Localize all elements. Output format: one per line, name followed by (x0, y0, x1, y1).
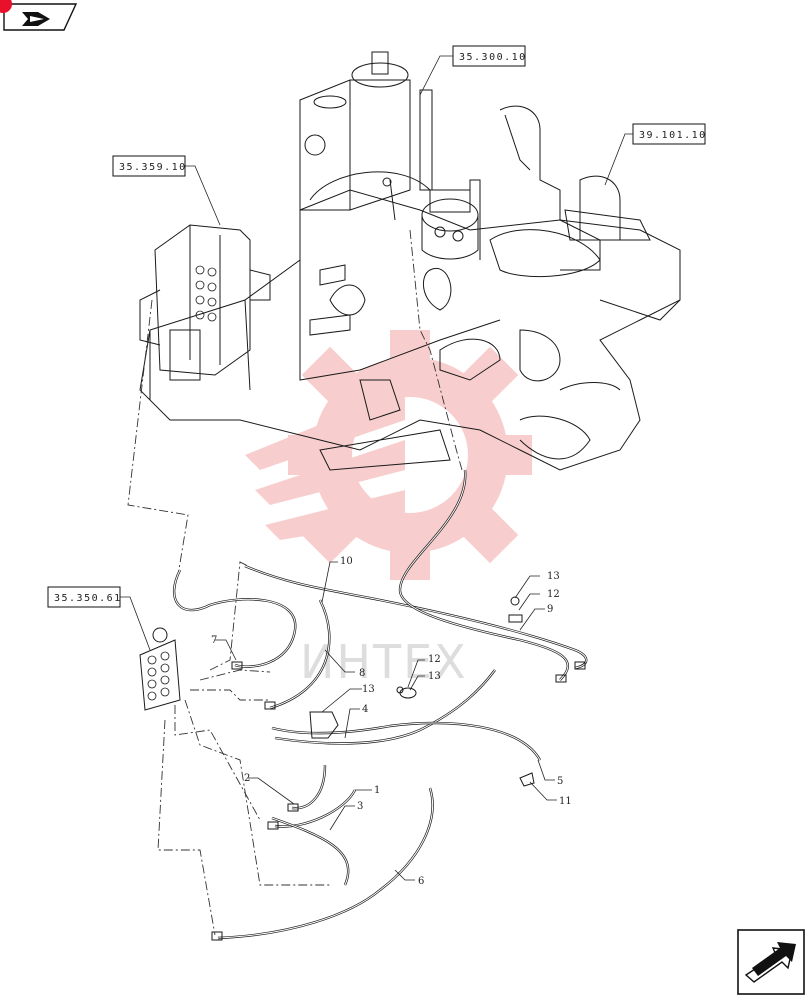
reference-label: 35.350.61 (54, 593, 122, 604)
callout-2: 2 (244, 773, 250, 784)
callout-6: 6 (418, 876, 424, 887)
main-control-valve (139, 224, 271, 381)
hose-10 (244, 564, 588, 670)
callout-8: 8 (359, 668, 365, 679)
callout-13-lower: 13 (362, 684, 375, 695)
connection-lines (127, 229, 463, 936)
callout-5: 5 (557, 776, 563, 787)
machine-frame (139, 105, 681, 471)
hose-3 (271, 816, 350, 886)
callout-12-upper: 12 (547, 589, 560, 600)
fittings (211, 596, 586, 941)
reference-35-359-10[interactable]: 35.359.10 (112, 155, 221, 226)
reference-39-101-10[interactable]: 39.101.10 (604, 123, 707, 186)
callout-10: 10 (340, 556, 353, 567)
page-badge (0, 0, 12, 13)
callout-3: 3 (357, 801, 363, 812)
hose-2 (291, 764, 327, 810)
watermark-text: ИНТЕХ (300, 635, 468, 689)
reference-35-300-10[interactable]: 35.300.10 (419, 45, 527, 96)
auxiliary-valve (139, 627, 181, 711)
reference-label: 35.359.10 (119, 162, 187, 173)
callout-11: 11 (559, 796, 572, 807)
hose-4 (274, 669, 496, 745)
hose-8 (269, 599, 331, 710)
hose-1 (274, 789, 357, 828)
callout-4: 4 (362, 704, 368, 715)
callout-12-middle: 12 (428, 654, 441, 665)
reference-35-350-61[interactable]: 35.350.61 (47, 586, 151, 651)
next-page-arrow-icon[interactable] (737, 929, 805, 995)
callout-13-upper: 13 (547, 571, 560, 582)
leader-lines (215, 561, 557, 881)
callout-13-middle: 13 (428, 671, 441, 682)
hose-5 (271, 721, 542, 761)
book-pointer-icon[interactable] (3, 3, 78, 31)
boom-cylinder (299, 51, 433, 211)
hose-6 (217, 787, 434, 940)
hose-7 (172, 569, 297, 668)
callout-1: 1 (374, 785, 380, 796)
callout-9: 9 (547, 604, 553, 615)
swing-motor (382, 177, 481, 260)
hose-9 (398, 469, 569, 681)
callout-7: 7 (211, 635, 217, 646)
reference-label: 35.300.10 (459, 52, 527, 63)
reference-label: 39.101.10 (639, 130, 707, 141)
